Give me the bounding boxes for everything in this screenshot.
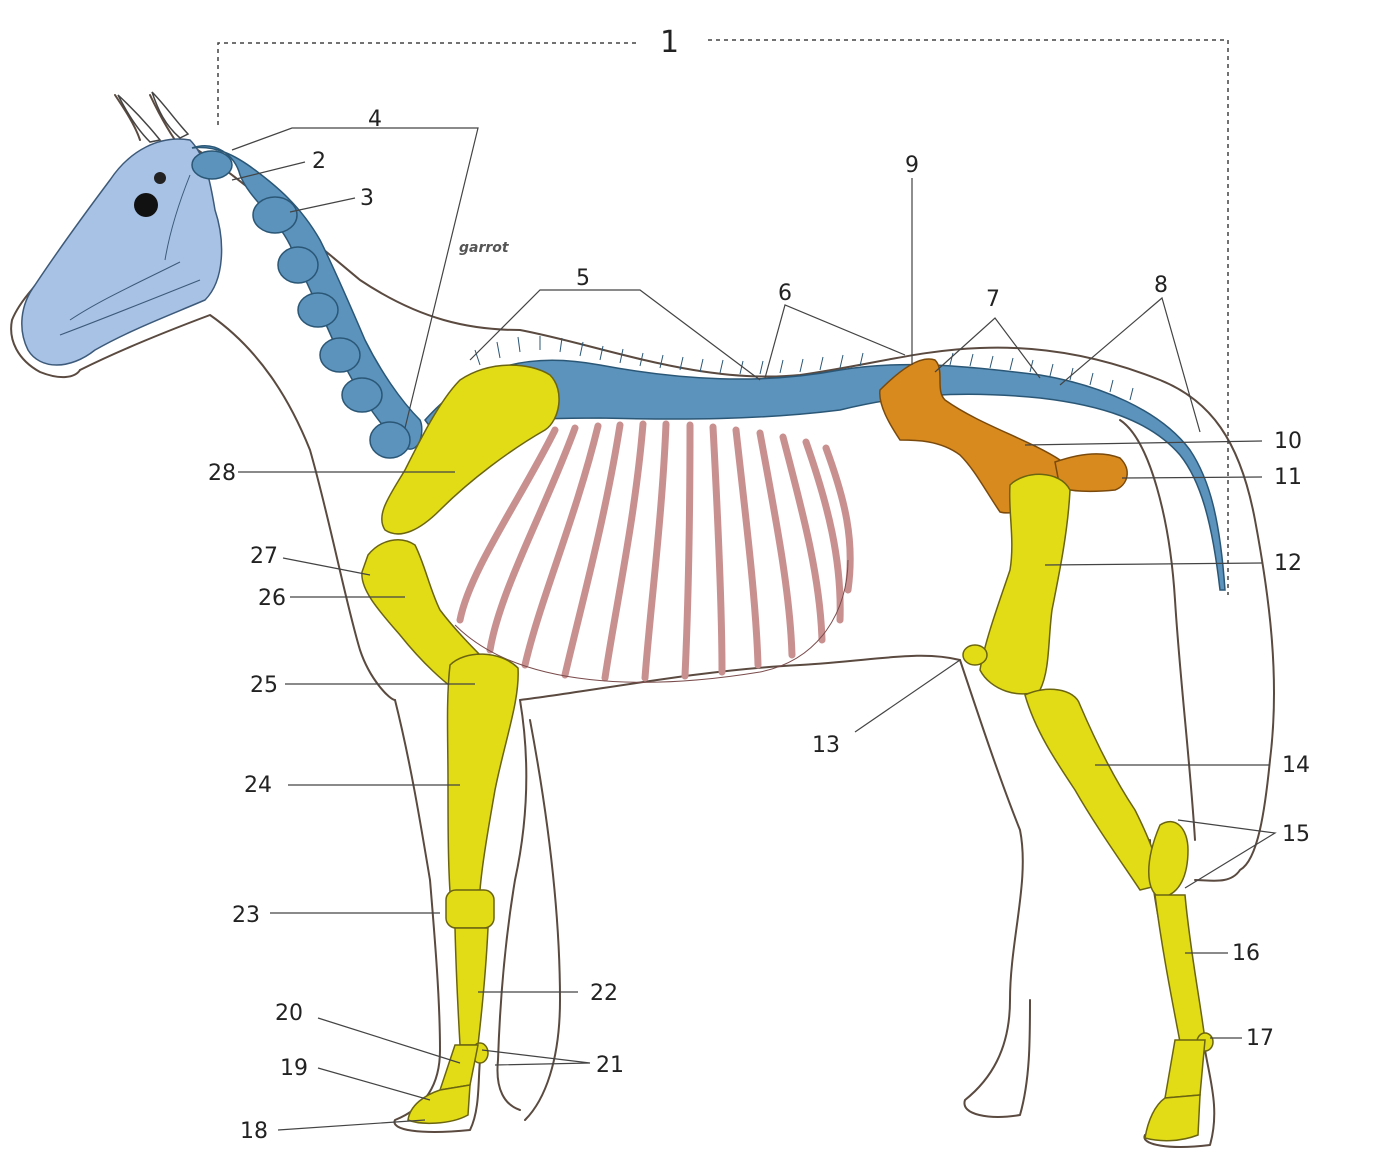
label-10: 10: [1274, 429, 1302, 454]
label-9: 9: [905, 153, 919, 178]
label-1: 1: [660, 25, 679, 60]
cervical-vertebrae: [191, 145, 423, 459]
label-22: 22: [590, 981, 618, 1006]
label-16: 16: [1232, 941, 1260, 966]
label-27: 27: [250, 544, 278, 569]
label-24: 24: [244, 773, 272, 798]
rib-cage: [454, 420, 854, 683]
label-8: 8: [1154, 273, 1168, 298]
label-21: 21: [596, 1053, 624, 1078]
label-15: 15: [1282, 822, 1310, 847]
label-13: 13: [812, 733, 840, 758]
label-14: 14: [1282, 753, 1310, 778]
label-11: 11: [1274, 465, 1302, 490]
horse-outline: [10, 94, 1275, 1148]
label-3: 3: [360, 186, 374, 211]
label-7: 7: [986, 287, 1000, 312]
pelvis: [879, 358, 1128, 514]
garrot-label: garrot: [459, 240, 510, 256]
skull: [21, 91, 223, 366]
label-2: 2: [312, 149, 326, 174]
label-5: 5: [576, 266, 590, 291]
label-25: 25: [250, 673, 278, 698]
label-4: 4: [368, 107, 382, 132]
label-12: 12: [1274, 551, 1302, 576]
label-6: 6: [778, 281, 792, 306]
label-17: 17: [1246, 1026, 1274, 1051]
hindlimb: [962, 473, 1214, 1142]
label-18: 18: [240, 1119, 268, 1144]
label-23: 23: [232, 903, 260, 928]
forelimb: [361, 364, 560, 1125]
vertebral-column-bracket: [217, 39, 1229, 595]
label-26: 26: [258, 586, 286, 611]
spine: [424, 336, 1226, 591]
label-20: 20: [275, 1001, 303, 1026]
label-19: 19: [280, 1056, 308, 1081]
label-28: 28: [208, 461, 236, 486]
leader-lines: [231, 127, 1277, 1131]
number-labels: 1 4 2 3 garrot 5 6 9 7 8 10 11 12 13 14 …: [208, 25, 1310, 1144]
